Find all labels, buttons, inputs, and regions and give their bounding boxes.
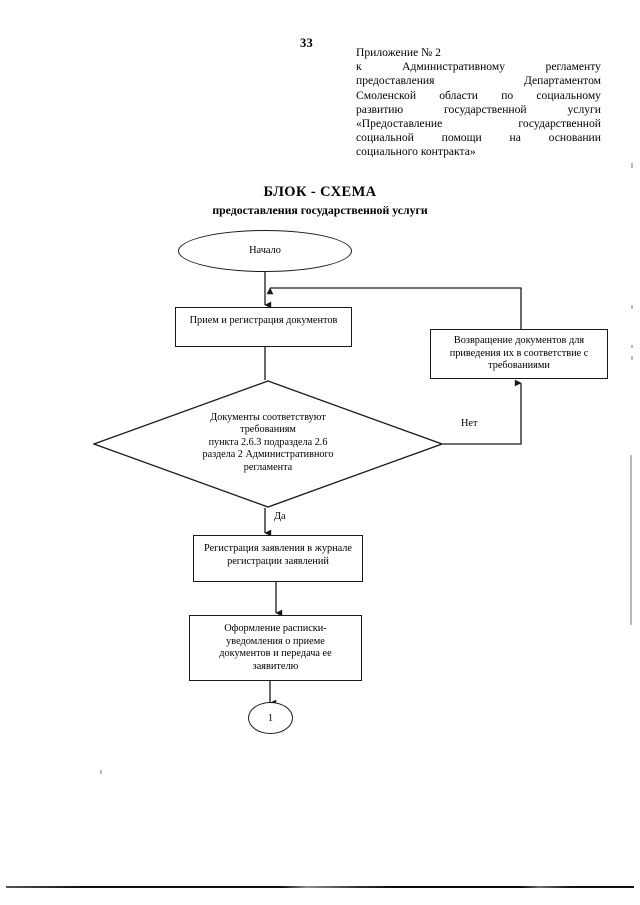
page-title: БЛОК - СХЕМА (263, 184, 377, 200)
scan-speck (631, 345, 633, 348)
flowchart-node-decision: Документы соответствуют требованиям пунк… (93, 380, 443, 508)
decision-line-3: пункта 2.6.3 подраздела 2.6 (208, 436, 328, 448)
flowchart-node-start: Начало (178, 230, 352, 272)
appendix-line-4-word-2: области (439, 88, 478, 102)
appendix-line-5-word-1: развитию (356, 102, 404, 116)
appendix-line-6-word-1: «Предоставление (356, 117, 443, 131)
register-application-line-2: регистрации заявлений (227, 555, 329, 567)
appendix-line-4: Смоленской области по социальному (356, 89, 601, 103)
register-application-text: Регистрация заявления в журнале регистра… (204, 543, 352, 568)
appendix-line-4-word-4: социальному (536, 88, 601, 102)
issue-receipt-line-3: документов и передача ее (219, 648, 332, 660)
appendix-line-7-word-3: на (509, 131, 521, 145)
appendix-line-7-word-2: помощи (441, 131, 482, 145)
appendix-line-6: «Предоставление государственной (356, 117, 601, 131)
appendix-line-7-word-1: социальной (356, 131, 414, 145)
decision-line-5: регламента (243, 461, 293, 473)
branch-label-yes: Да (274, 511, 286, 522)
appendix-reference-block: Приложение № 2 к Административному регла… (356, 46, 601, 160)
decision-diamond-shape (93, 380, 443, 508)
scan-speck (100, 770, 102, 774)
flowchart-node-register-application: Регистрация заявления в журнале регистра… (193, 535, 363, 582)
page-bottom-rule (6, 886, 634, 888)
flowchart-node-start-label: Начало (249, 244, 281, 256)
register-application-line-1: Регистрация заявления в журнале (203, 543, 352, 554)
appendix-line-4-word-1: Смоленской (356, 88, 417, 102)
appendix-line-3-word-1: предоставления (356, 74, 435, 88)
decision-line-1: Документы соответствуют (210, 412, 326, 423)
flowchart-node-return-documents-text: Возвращение документов для приведения их… (450, 335, 589, 373)
scan-speck (631, 163, 633, 168)
branch-label-no: Нет (461, 418, 478, 429)
flowchart-node-receive-documents: Прием и регистрация документов (175, 307, 352, 347)
scan-speck (631, 356, 633, 360)
return-documents-line-2: приведения их в соответствие с (449, 347, 589, 359)
appendix-line-2: к Административному регламенту (356, 60, 601, 74)
flowchart-node-offpage-connector: 1 (248, 702, 293, 734)
return-documents-line-1: Возвращение документов для (453, 335, 585, 347)
appendix-line-8: социального контракта» (356, 145, 476, 159)
appendix-line-7: социальной помощи на основании (356, 131, 601, 145)
page-number: 33 (300, 36, 313, 50)
scan-speck (631, 305, 633, 309)
appendix-line-2-word-2: Административному (402, 60, 506, 74)
issue-receipt-text: Оформление расписки- уведомления о прием… (219, 623, 331, 673)
flowchart-node-return-documents: Возвращение документов для приведения их… (430, 329, 608, 379)
decision-text: Документы соответствуют требованиям пунк… (93, 412, 443, 474)
decision-line-4: раздела 2 Административного (202, 449, 334, 461)
flowchart-node-issue-receipt: Оформление расписки- уведомления о прием… (189, 615, 362, 681)
appendix-line-1: Приложение № 2 (356, 46, 441, 59)
appendix-line-5: развитию государственной услуги (356, 103, 601, 117)
appendix-line-6-word-2: государственной (518, 117, 601, 131)
issue-receipt-line-2: уведомления о приеме (226, 635, 325, 647)
appendix-line-7-word-4: основании (548, 131, 601, 145)
decision-line-2: требованиям (240, 424, 296, 436)
appendix-line-3-word-2: Департаментом (523, 74, 601, 88)
scan-edge-streak (630, 455, 632, 625)
page-subtitle: предоставления государственной услуги (212, 203, 428, 217)
appendix-line-3: предоставления Департаментом (356, 74, 601, 88)
appendix-line-4-word-3: по (501, 88, 514, 102)
offpage-connector-label: 1 (267, 712, 274, 724)
appendix-line-2-word-3: регламенту (545, 60, 601, 74)
return-documents-line-3: требованиями (488, 360, 550, 372)
appendix-line-2-word-1: к (356, 60, 362, 74)
appendix-line-5-word-3: услуги (567, 102, 602, 116)
flowchart-node-receive-documents-label: Прием и регистрация документов (189, 315, 338, 326)
appendix-line-5-word-2: государственной (444, 102, 527, 116)
issue-receipt-line-1: Оформление расписки- (224, 623, 327, 634)
issue-receipt-line-4: заявителю (252, 660, 299, 672)
